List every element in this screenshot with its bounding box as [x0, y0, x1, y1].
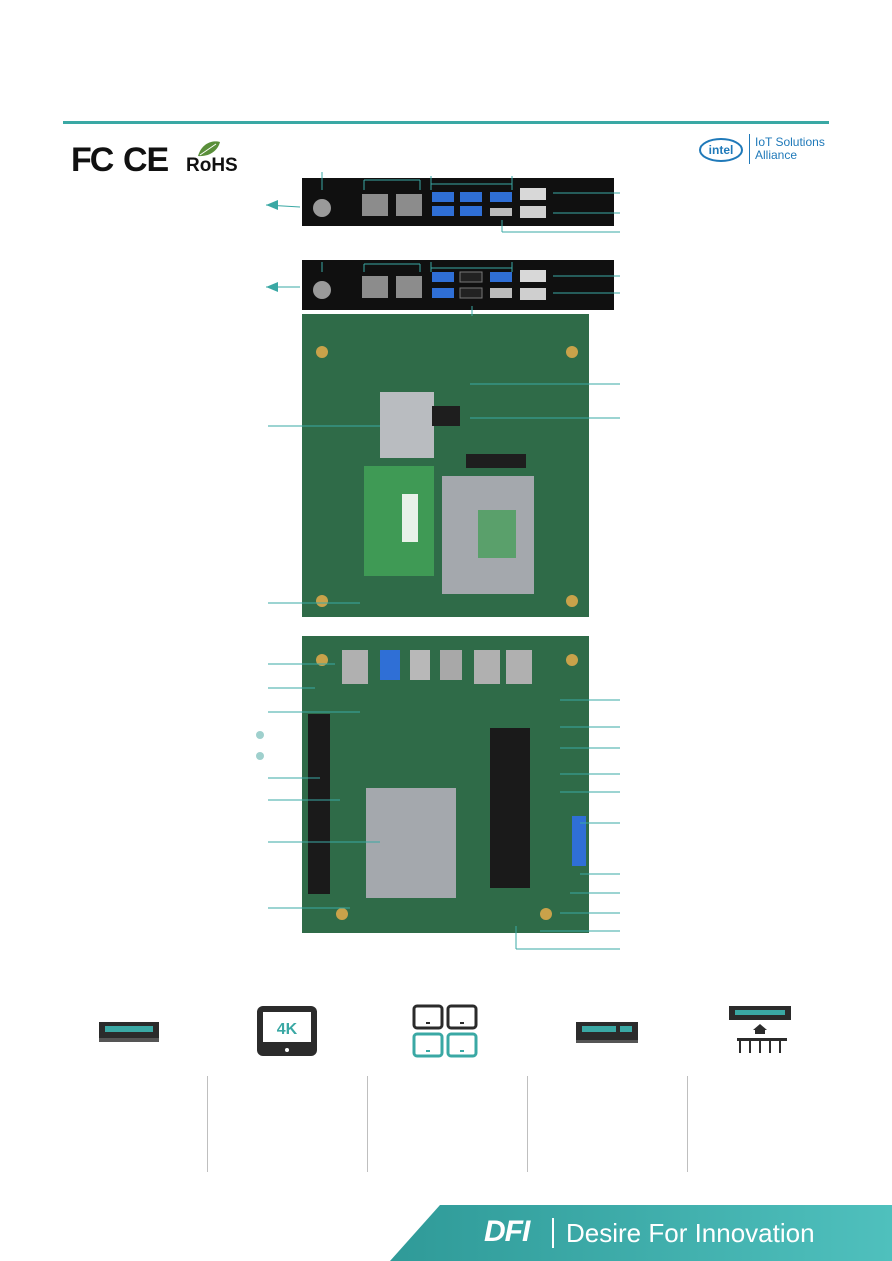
4k-display-icon: 4K: [243, 1000, 333, 1062]
intel-line1: IoT Solutions: [755, 135, 825, 149]
io-panel-1-ports: [313, 188, 546, 218]
intel-logo-icon: intel: [699, 138, 743, 162]
io-panel-photo-2: [302, 260, 614, 310]
callout-lines: [265, 172, 620, 950]
column-divider-4: [687, 1076, 688, 1172]
multi-display-icon: [400, 1000, 490, 1062]
rohs-logo: RoHS: [186, 155, 238, 176]
io-panel-2-ports: [313, 270, 546, 300]
footer-slogan: Desire For Innovation: [566, 1218, 815, 1248]
column-divider-3: [527, 1076, 528, 1172]
io1-arrow-icon: [266, 200, 278, 210]
board-top-details: [308, 650, 586, 920]
fcc-logo: FC: [71, 141, 114, 179]
board-bottom-details: [316, 346, 578, 607]
intel-alliance-text: IoT Solutions Alliance: [755, 136, 825, 162]
header-rule: [63, 121, 829, 124]
memory-module-icon: [85, 1000, 175, 1062]
expansion-io-icon: [717, 1000, 807, 1062]
footer-separator: [552, 1218, 554, 1248]
io2-arrow-icon: [266, 282, 278, 292]
legend-dot-1: [256, 731, 264, 739]
intel-separator: [749, 134, 750, 164]
4k-label: 4K: [277, 1021, 298, 1038]
intel-logo-text: intel: [709, 143, 734, 157]
ce-logo: CE: [123, 141, 169, 179]
board-bottom-photo: [302, 314, 589, 617]
footer-band: [390, 1205, 892, 1261]
intel-line2: Alliance: [755, 148, 798, 162]
column-divider-1: [207, 1076, 208, 1172]
dfi-logo: DFI: [484, 1215, 530, 1248]
board-top-photo: [302, 636, 589, 933]
io-panel-photo-1: [302, 178, 614, 226]
rohs-leaf-icon: [198, 141, 220, 157]
column-divider-2: [367, 1076, 368, 1172]
m2-slot-icon: [562, 1000, 652, 1062]
legend-dot-2: [256, 752, 264, 760]
